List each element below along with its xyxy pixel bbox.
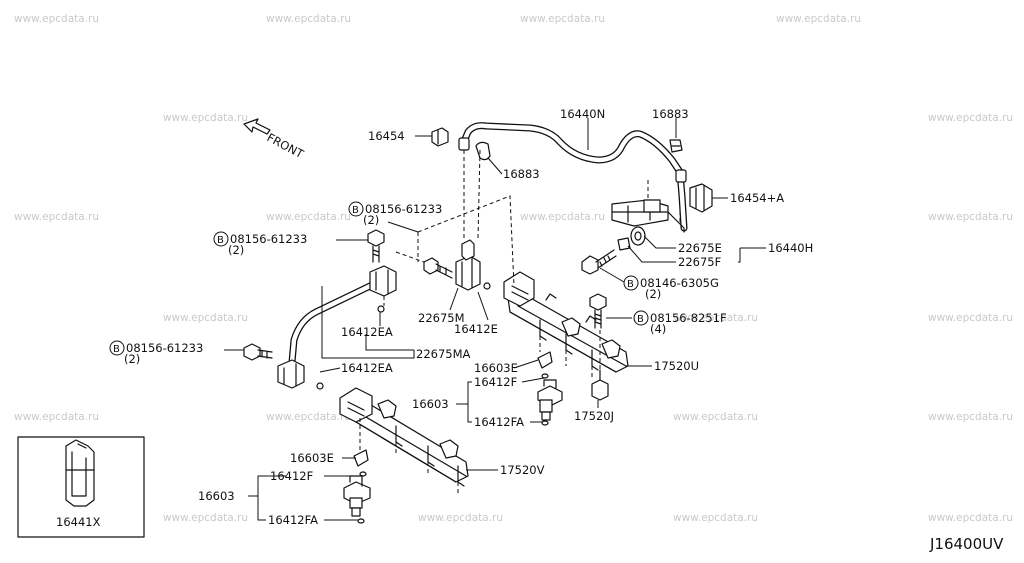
watermark: www.epcdata.ru [418, 512, 503, 524]
hose-clip-top [669, 139, 683, 153]
label-16412E: 16412E [454, 322, 498, 336]
label-16440N: 16440N [560, 107, 605, 121]
bolt-08156-61233-left [243, 343, 273, 361]
label-qty-4: (4) [650, 322, 666, 336]
label-16883-top: 16883 [652, 107, 689, 121]
o-ring-16412EA [316, 305, 385, 390]
bolt-symbol-icon [109, 340, 125, 356]
watermark: www.epcdata.ru [673, 411, 758, 423]
label-16412FA-left: 16412FA [268, 513, 318, 527]
label-16454: 16454 [368, 129, 405, 143]
label-08156-8251F: 08156-8251F [650, 311, 727, 325]
bolt-08146-6305G [581, 249, 617, 275]
watermark: www.epcdata.ru [163, 312, 248, 324]
svg-text:B: B [637, 314, 644, 325]
watermark: www.epcdata.ru [266, 411, 351, 423]
damper-bracket-16440H [611, 199, 685, 233]
part-labels: 16440N 16883 16454 16883 16454+A 08156-6… [56, 107, 1004, 553]
svg-text:B: B [217, 235, 224, 246]
label-qty-d: (2) [124, 352, 140, 366]
label-16412EA-b: 16412EA [341, 361, 393, 375]
label-17520U: 17520U [654, 359, 699, 373]
bolt-symbol-icon [348, 201, 364, 217]
label-22675M: 22675M [418, 311, 465, 325]
clamp-16454A [689, 183, 713, 213]
watermark: www.epcdata.ru [928, 112, 1013, 124]
watermark: www.epcdata.ru [266, 13, 351, 25]
injector-left [343, 475, 371, 517]
svg-text:B: B [113, 344, 120, 355]
svg-text:B: B [352, 205, 359, 216]
injector-clip-right [537, 351, 553, 426]
label-qty-b: (2) [228, 243, 244, 257]
svg-text:B: B [627, 279, 634, 290]
leader-lines [224, 118, 766, 521]
watermark: www.epcdata.ru [928, 411, 1013, 423]
watermark: www.epcdata.ru [520, 211, 605, 223]
watermark: www.epcdata.ru [928, 312, 1013, 324]
injector-right [537, 379, 563, 421]
label-16603E-right: 16603E [474, 361, 518, 375]
watermark: www.epcdata.ru [776, 13, 861, 25]
label-17520J: 17520J [574, 409, 614, 423]
bolt-08156-8251F [589, 293, 607, 329]
label-22675MA: 22675MA [416, 347, 471, 361]
watermark: www.epcdata.ru [928, 512, 1013, 524]
arrow-icon [243, 118, 271, 135]
label-16441X: 16441X [56, 515, 101, 529]
bolt-symbol-icon [623, 275, 639, 291]
label-16412F-right: 16412F [474, 375, 517, 389]
dashed-guides [359, 149, 681, 496]
bolt-symbol-icon [213, 231, 229, 247]
label-22675F: 22675F [678, 255, 721, 269]
label-16454A: 16454+A [730, 191, 784, 205]
watermark: www.epcdata.ru [673, 512, 758, 524]
label-16412F-left: 16412F [270, 469, 313, 483]
label-08146-6305G: 08146-6305G [640, 276, 719, 290]
fuel-rail-17520V [339, 387, 469, 487]
bolt-08156-61233-left-top [367, 229, 385, 263]
label-16440H: 16440H [768, 241, 813, 255]
label-22675E: 22675E [678, 241, 722, 255]
pressure-damper-center [455, 239, 491, 291]
bolt-symbol-icon [633, 310, 649, 326]
inset-16441X [17, 436, 145, 538]
watermark: www.epcdata.ru [928, 211, 1013, 223]
front-label: FRONT [265, 130, 307, 161]
watermark: www.epcdata.ru [14, 13, 99, 25]
label-qty-a: (2) [363, 213, 379, 227]
label-16603-right: 16603 [412, 397, 449, 411]
label-qty-c: (2) [645, 287, 661, 301]
label-16603E-left: 16603E [290, 451, 334, 465]
label-08156-61233-b: 08156-61233 [230, 232, 307, 246]
watermark: www.epcdata.ru [266, 211, 351, 223]
bolt-symbols: B B B B B [109, 201, 649, 356]
hose-clip-mid [475, 141, 491, 161]
label-17520V: 17520V [500, 463, 545, 477]
watermark: www.epcdata.ru [673, 312, 758, 324]
front-arrow: FRONT [243, 118, 307, 162]
injector-clip-left [353, 449, 369, 524]
bolt-08156-61233-center [423, 257, 453, 279]
watermark-layer: www.epcdata.ru www.epcdata.ru www.epcdat… [14, 13, 1013, 524]
label-16603-left: 16603 [198, 489, 235, 503]
watermark: www.epcdata.ru [163, 512, 248, 524]
grommet-22675F [617, 237, 631, 251]
label-16883-mid: 16883 [503, 167, 540, 181]
grommet-22675E [630, 226, 646, 246]
crossover-hose [277, 265, 397, 389]
label-16412FA-right: 16412FA [474, 415, 524, 429]
watermark: www.epcdata.ru [14, 411, 99, 423]
watermark: www.epcdata.ru [163, 112, 248, 124]
label-08156-61233-c: 08156-61233 [126, 341, 203, 355]
watermark: www.epcdata.ru [520, 13, 605, 25]
label-16412EA-a: 16412EA [341, 325, 393, 339]
label-08156-61233-a: 08156-61233 [365, 202, 442, 216]
diagram-code: J16400UV [929, 535, 1004, 553]
watermark: www.epcdata.ru [14, 211, 99, 223]
clamp-16454 [431, 127, 449, 147]
